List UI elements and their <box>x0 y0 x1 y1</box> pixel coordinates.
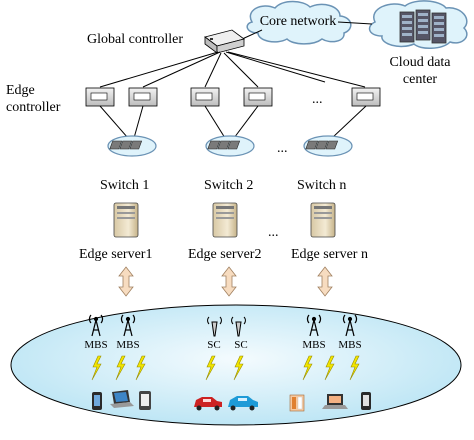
edge-server-2-label: Edge server2 <box>188 247 261 262</box>
base-station-mbs-4: MBS <box>338 314 362 351</box>
tablet-icon <box>139 391 151 410</box>
cloud-data-center-label-line2: center <box>403 72 438 87</box>
cloud-data-center: Cloud data center <box>368 0 468 87</box>
tower-icon <box>306 314 322 337</box>
global-controller-label: Global controller <box>87 32 183 47</box>
base-station-mbs-2: MBS <box>116 314 140 351</box>
wireless-links <box>91 355 360 381</box>
edge-controller-1a <box>85 87 115 107</box>
car-icon <box>228 396 258 411</box>
small-cell-icon <box>207 316 222 337</box>
lightning-icon <box>349 355 360 381</box>
ellipsis-servers: ... <box>268 225 279 240</box>
edge-controller-1b <box>128 87 158 107</box>
base-station-label: MBS <box>116 339 139 351</box>
lightning-icon <box>91 355 102 381</box>
base-station-label: MBS <box>302 339 325 351</box>
base-station-sc-2: SC <box>231 316 248 351</box>
lightning-icon <box>135 355 146 381</box>
lightning-icon <box>302 355 313 381</box>
ellipsis-switches: ... <box>277 141 288 156</box>
double-arrow-1 <box>118 266 134 297</box>
edge-server-1-label: Edge server1 <box>79 247 152 262</box>
switch-n-cloud <box>303 135 353 157</box>
base-station-mbs-1: MBS <box>84 314 108 351</box>
tower-icon <box>342 314 358 337</box>
lightning-icon <box>205 355 216 381</box>
edge-controller-label-line1: Edge <box>6 83 35 98</box>
edge-controller-2a <box>190 87 220 107</box>
link-core-cloud <box>337 21 373 25</box>
server-rack-icon <box>399 9 447 44</box>
switch-n-label: Switch n <box>297 178 346 193</box>
core-network-cloud: Core network <box>246 0 352 45</box>
phone-icon <box>361 392 371 410</box>
base-station-label: MBS <box>84 339 107 351</box>
laptop-icon <box>110 390 134 408</box>
edge-server-n-icon <box>310 202 336 238</box>
base-station-label: SC <box>207 339 220 351</box>
lightning-icon <box>115 355 126 381</box>
ellipsis-controllers: ... <box>312 92 323 107</box>
switch-1-label: Switch 1 <box>100 178 149 193</box>
small-cell-icon <box>231 316 246 337</box>
edge-server-n-label: Edge server n <box>291 247 368 262</box>
double-arrow-n <box>317 266 333 297</box>
edge-controller-na <box>351 87 381 107</box>
base-station-label: SC <box>234 339 247 351</box>
edge-server-2-icon <box>212 202 238 238</box>
cloud-data-center-label-line1: Cloud data <box>389 55 451 70</box>
edge-controller-label-line2: controller <box>6 100 61 115</box>
switch-1-cloud <box>107 135 157 157</box>
controller-to-switch-links <box>99 105 367 139</box>
global-to-edge-links <box>99 51 366 88</box>
base-station-sc-1: SC <box>207 316 222 351</box>
tower-icon <box>88 314 104 337</box>
double-arrow-2 <box>221 266 237 297</box>
tower-icon <box>120 314 136 337</box>
core-network-label: Core network <box>260 14 337 29</box>
edge-controller-2b <box>243 87 273 107</box>
car-icon <box>194 397 222 411</box>
global-controller-device <box>204 29 245 54</box>
lightning-icon <box>233 355 244 381</box>
phone-icon <box>92 392 102 410</box>
laptop-icon <box>322 394 348 409</box>
base-station-mbs-3: MBS <box>302 314 326 351</box>
edge-server-1-icon <box>113 202 139 238</box>
switch-2-cloud <box>205 135 255 157</box>
media-player-icon <box>289 394 305 412</box>
base-station-label: MBS <box>338 339 361 351</box>
lightning-icon <box>324 355 335 381</box>
switch-2-label: Switch 2 <box>204 178 253 193</box>
